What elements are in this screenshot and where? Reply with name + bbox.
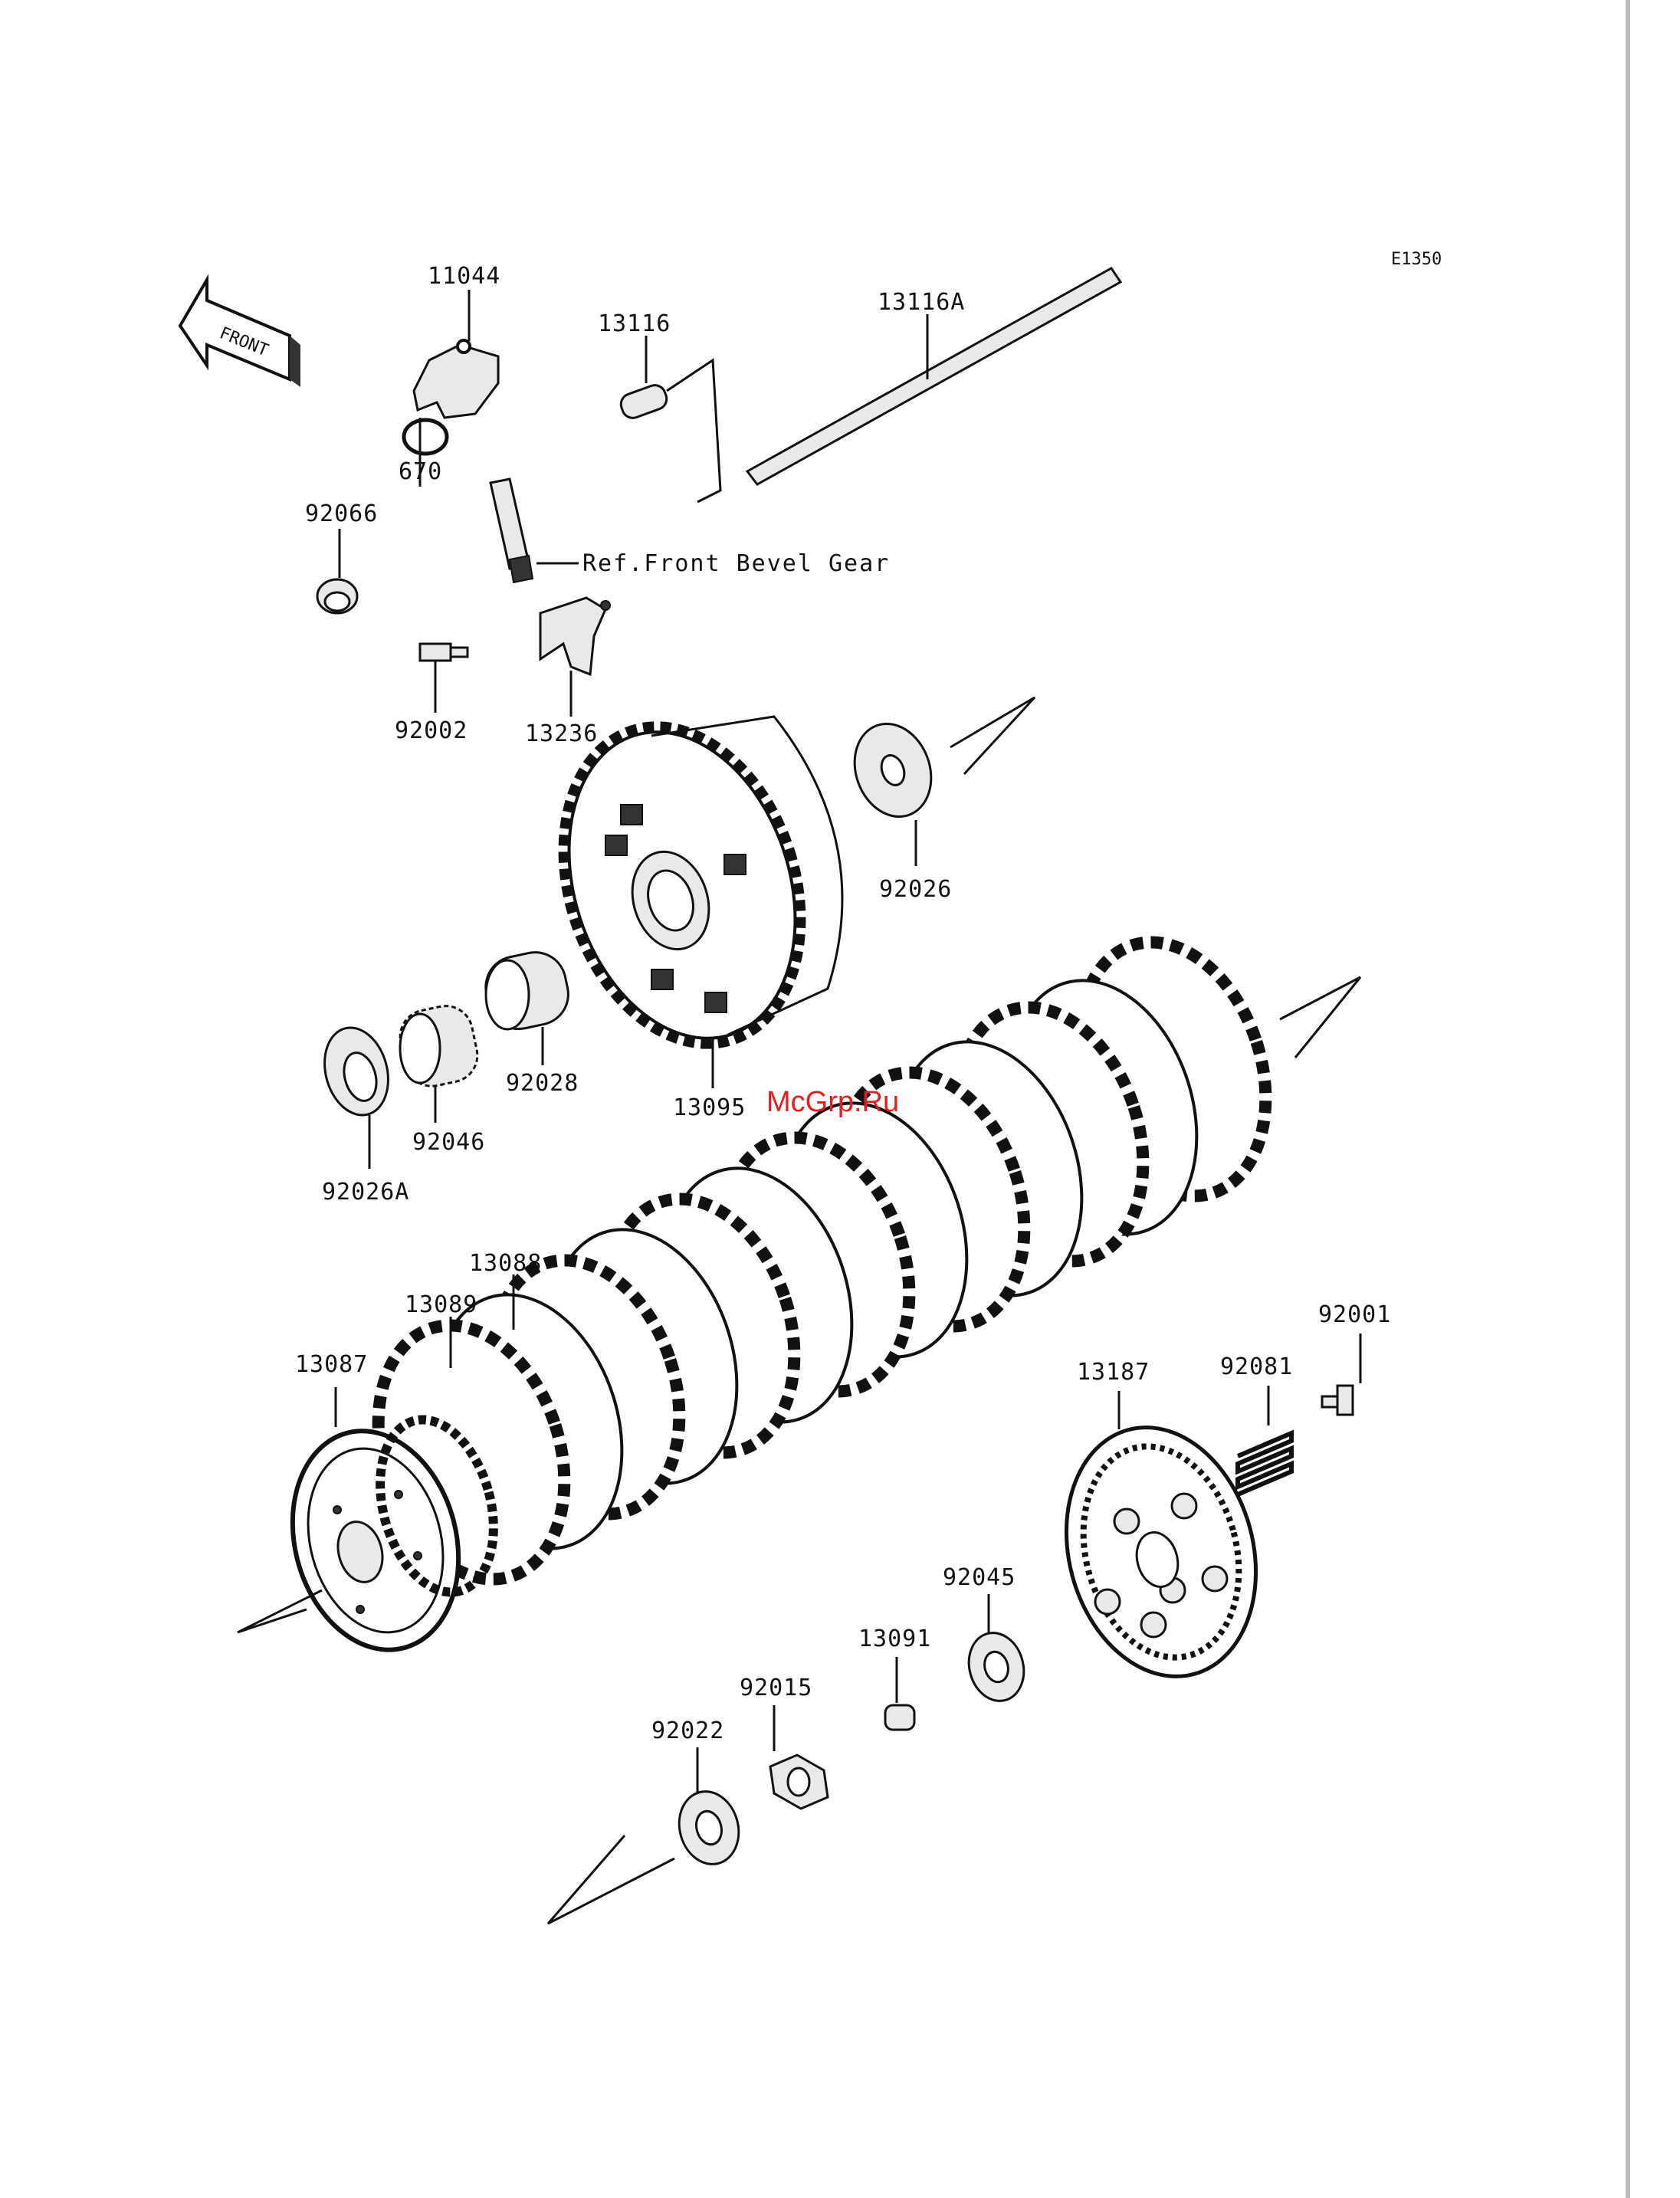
part-13187-pressure-plate [1039,1391,1282,1698]
label-92028: 92028 [506,1070,579,1097]
part-bevel-shaft [491,479,579,582]
label-92081: 92081 [1220,1353,1293,1380]
label-92045: 92045 [943,1564,1016,1591]
part-92002-bolt [420,644,468,713]
part-13091-pusher [885,1657,914,1730]
label-13089: 13089 [405,1291,477,1318]
part-92022-washer [548,1747,746,1924]
label-13236: 13236 [525,720,598,747]
label-13087: 13087 [295,1351,368,1378]
label-11044: 11044 [428,263,500,290]
front-arrow-icon: FRONT [180,280,300,387]
part-13236-lever [540,598,610,717]
part-670-o-ring [404,420,447,454]
part-13116-pin [618,336,720,502]
label-13116A: 13116A [878,289,965,316]
label-670: 670 [399,458,442,485]
watermark: McGrp.Ru [766,1086,899,1118]
reference-note: Ref.Front Bevel Gear [582,550,890,577]
label-13088: 13088 [469,1250,542,1277]
label-92001: 92001 [1318,1301,1391,1328]
label-13095: 13095 [673,1094,746,1121]
label-92046: 92046 [412,1129,485,1156]
part-92001-bolt [1322,1334,1360,1415]
part-92015-nut [770,1705,828,1809]
label-92015: 92015 [740,1675,812,1701]
part-92081-spring [1238,1386,1291,1494]
label-92022: 92022 [651,1717,724,1744]
label-92002: 92002 [395,717,468,744]
label-13116: 13116 [598,310,671,337]
part-92046-needle-bearing [395,1001,483,1123]
diagram-code: E1350 [1391,250,1442,269]
part-11044-cover [414,290,498,418]
label-13187: 13187 [1077,1359,1150,1386]
part-92028-sleeve [480,946,573,1065]
label-92026: 92026 [879,876,952,903]
part-92026A-washer [315,1021,397,1169]
label-13091: 13091 [858,1626,931,1652]
label-92026A: 92026A [322,1179,409,1206]
part-92066-plug [317,529,357,613]
part-92045-bearing [962,1594,1032,1708]
part-13095-clutch-housing [527,697,842,1088]
part-92026-washer [842,697,1035,866]
label-92066: 92066 [305,500,378,527]
